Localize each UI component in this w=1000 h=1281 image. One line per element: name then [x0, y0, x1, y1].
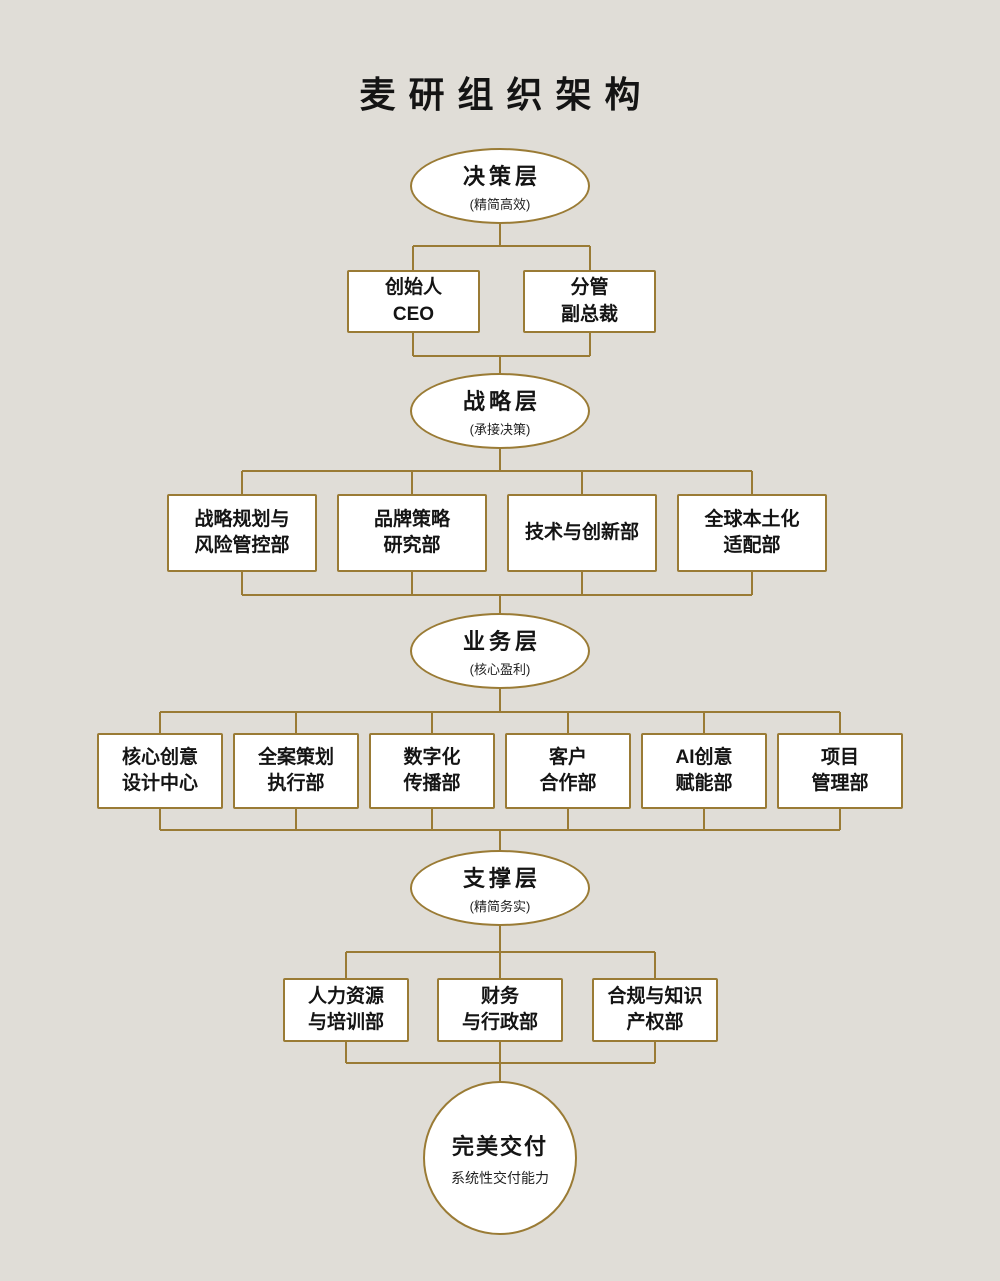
final-delivery-node: 完美交付 系统性交付能力: [423, 1081, 577, 1235]
oval-note: (承接决策): [469, 422, 531, 437]
box-deputy-vp: 分管 副总裁: [523, 270, 656, 333]
box-line: 赋能部: [675, 773, 733, 794]
oval-business-layer: 业务层 (核心盈利): [410, 613, 590, 689]
box-full-case-execution: 全案策划 执行部: [233, 733, 359, 809]
box-global-localization: 全球本土化 适配部: [677, 494, 827, 572]
oval-label: 支撑层: [462, 866, 541, 891]
box-ai-creative-enablement: AI创意 赋能部: [641, 733, 767, 809]
oval-note: (核心盈利): [469, 662, 531, 677]
box-line: 核心创意: [121, 746, 198, 768]
box-line: 产权部: [626, 1012, 684, 1033]
box-founder-ceo: 创始人 CEO: [347, 270, 480, 333]
box-line: 战略规划与: [194, 508, 290, 530]
box-line: 管理部: [811, 773, 869, 794]
box-line: 分管: [570, 277, 609, 299]
box-line: 与培训部: [307, 1012, 384, 1033]
oval-label: 战略层: [462, 389, 541, 414]
circle-note: 系统性交付能力: [451, 1169, 549, 1186]
box-line: 项目: [820, 746, 859, 768]
box-line: 传播部: [403, 773, 461, 794]
box-line: 执行部: [267, 773, 325, 794]
oval-note: (精简务实): [469, 899, 531, 914]
box-line: 合作部: [539, 773, 597, 794]
box-line: 人力资源: [307, 985, 384, 1007]
page-title: 麦研组织架构: [359, 74, 654, 115]
box-digital-communication: 数字化 传播部: [369, 733, 495, 809]
box-line: 适配部: [723, 535, 781, 556]
box-compliance-ip: 合规与知识 产权部: [592, 978, 718, 1042]
box-line: 创始人: [384, 277, 442, 299]
box-line: 设计中心: [121, 773, 198, 794]
oval-label: 业务层: [462, 629, 541, 654]
oval-support-layer: 支撑层 (精简务实): [410, 850, 590, 926]
box-client-cooperation: 客户 合作部: [505, 733, 631, 809]
box-line: 与行政部: [461, 1012, 538, 1033]
oval-label: 决策层: [462, 164, 541, 189]
box-line: 全案策划: [257, 746, 334, 768]
box-line: 技术与创新部: [524, 521, 639, 543]
box-line: CEO: [392, 303, 435, 325]
oval-decision-layer: 决策层 (精简高效): [410, 148, 590, 224]
box-tech-innovation: 技术与创新部: [507, 494, 657, 572]
box-brand-strategy-research: 品牌策略 研究部: [337, 494, 487, 572]
box-strategic-planning-risk: 战略规划与 风险管控部: [167, 494, 317, 572]
box-line: 财务: [480, 985, 519, 1007]
box-core-creative-design: 核心创意 设计中心: [97, 733, 223, 809]
box-line: 客户: [548, 746, 587, 768]
box-line: 数字化: [403, 746, 461, 768]
box-line: 副总裁: [560, 303, 618, 325]
box-line: AI创意: [675, 746, 733, 768]
box-line: 研究部: [383, 535, 441, 556]
oval-note: (精简高效): [469, 197, 531, 212]
box-finance-admin: 财务 与行政部: [437, 978, 563, 1042]
circle-label: 完美交付: [451, 1133, 548, 1159]
box-line: 全球本土化: [704, 508, 800, 530]
box-hr-training: 人力资源 与培训部: [283, 978, 409, 1042]
box-project-management: 项目 管理部: [777, 733, 903, 809]
box-line: 品牌策略: [373, 508, 450, 530]
oval-strategy-layer: 战略层 (承接决策): [410, 373, 590, 449]
box-line: 风险管控部: [194, 535, 290, 556]
box-line: 合规与知识: [607, 985, 703, 1007]
